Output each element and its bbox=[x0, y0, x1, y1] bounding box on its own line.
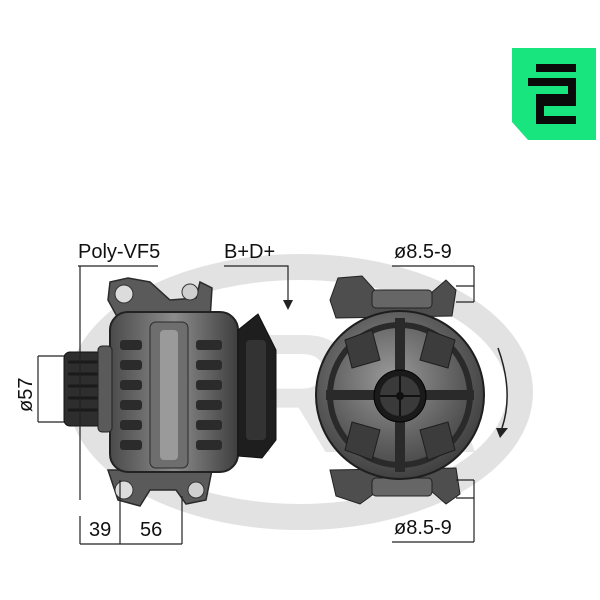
bore-bottom-label: ø8.5-9 bbox=[394, 517, 452, 539]
terminal-label: B+D+ bbox=[224, 241, 275, 263]
dim-a-label: 39 bbox=[89, 519, 111, 541]
bore-top-label: ø8.5-9 bbox=[394, 241, 452, 263]
alternator-side-view bbox=[63, 277, 277, 507]
dim-b-label: 56 bbox=[140, 519, 162, 541]
rotation-arrow-icon bbox=[496, 347, 508, 438]
alternator-rear-view bbox=[315, 275, 485, 505]
era-logo bbox=[512, 48, 596, 140]
terminal-arrow-icon bbox=[283, 300, 293, 310]
pulley-diameter-label: ø57 bbox=[15, 378, 37, 412]
pulley-type-label: Poly-VF5 bbox=[78, 241, 160, 263]
dimension-lines bbox=[37, 265, 475, 545]
